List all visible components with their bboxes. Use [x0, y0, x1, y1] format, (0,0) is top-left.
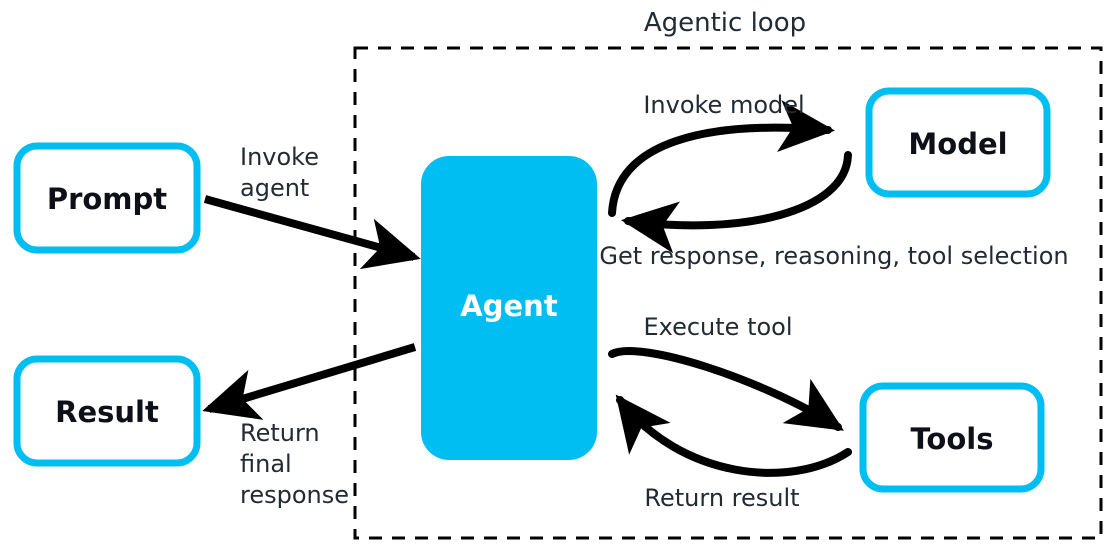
agent-to-tools-arrow	[608, 347, 844, 431]
agent-label: Agent	[460, 289, 558, 323]
result-label: Result	[55, 395, 159, 429]
agentic-loop-title: Agentic loop	[644, 8, 806, 38]
edge-label-get-response: Get response, reasoning, tool selection	[599, 242, 1068, 270]
edge-model-to-agent	[621, 151, 852, 254]
model-box[interactable]	[865, 87, 1051, 198]
edge-label-invoke-model: Invoke model	[643, 91, 804, 119]
tools-label: Tools	[911, 422, 994, 456]
node-agent[interactable]: Agent	[421, 156, 597, 460]
invoke-model-label: Invoke model	[643, 91, 804, 119]
prompt-label: Prompt	[47, 182, 167, 216]
get-response-label: Get response, reasoning, tool selection	[599, 242, 1068, 270]
agent-to-result-arrow	[202, 343, 417, 420]
return-final-response-label-line-2: final	[240, 450, 292, 478]
node-result[interactable]: Result	[13, 355, 201, 467]
node-prompt[interactable]: Prompt	[13, 142, 201, 254]
edge-tools-to-agent	[615, 394, 852, 477]
edge-label-return-result: Return result	[644, 484, 799, 512]
prompt-to-agent-arrow	[203, 195, 421, 270]
result-box[interactable]	[13, 355, 201, 467]
return-final-response-label-line-3: response	[240, 481, 349, 509]
tools-to-agent-arrow	[615, 394, 852, 477]
agent-to-model-arrow	[608, 99, 835, 217]
execute-tool-label: Execute tool	[643, 313, 792, 341]
invoke-agent-label-line-1: Invoke	[240, 143, 319, 171]
prompt-box[interactable]	[13, 142, 201, 254]
edge-label-execute-tool: Execute tool	[643, 313, 792, 341]
node-model[interactable]: Model	[865, 87, 1051, 198]
agent-box[interactable]	[421, 156, 597, 460]
edge-agent-to-result	[202, 343, 417, 420]
model-to-agent-arrow	[621, 151, 852, 254]
edge-label-return-final-response: Return final response	[240, 419, 349, 509]
edge-agent-to-model	[608, 99, 835, 217]
tools-box[interactable]	[859, 382, 1045, 493]
return-result-label: Return result	[644, 484, 799, 512]
agentic-loop-group: Agentic loop	[353, 8, 1103, 540]
model-label: Model	[908, 127, 1007, 161]
node-tools[interactable]: Tools	[859, 382, 1045, 493]
edge-prompt-to-agent	[203, 195, 421, 270]
agentic-loop-border	[353, 46, 1103, 540]
edge-label-invoke-agent: Invoke agent	[240, 143, 319, 202]
return-final-response-label-line-1: Return	[240, 419, 320, 447]
edge-agent-to-tools	[608, 347, 844, 431]
invoke-agent-label-line-2: agent	[240, 174, 309, 202]
